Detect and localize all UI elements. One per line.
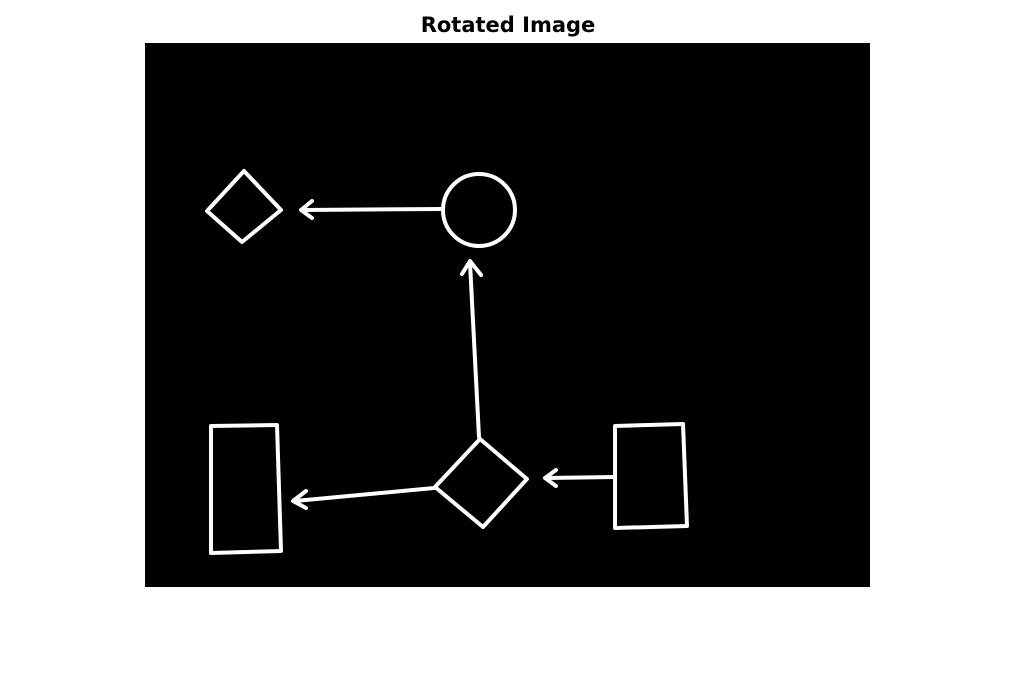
arrow-circle-to-diamond-line xyxy=(300,207,444,212)
diamond-top-left xyxy=(205,169,283,244)
arrow-rectangle-to-diamond-head xyxy=(543,468,558,488)
arrow-diamond-to-rectangle-line xyxy=(293,486,436,503)
rotated-image xyxy=(145,43,870,587)
rectangle-bottom-right xyxy=(613,422,689,530)
arrow-diamond-to-circle-line xyxy=(468,261,481,439)
arrow-rectangle-to-diamond-line xyxy=(545,475,616,480)
rectangle-bottom-left xyxy=(209,423,283,555)
diamond-bottom-center xyxy=(433,437,529,529)
arrow-circle-to-diamond-head xyxy=(299,199,314,220)
sketch-canvas xyxy=(145,43,870,587)
arrow-diamond-to-circle-head xyxy=(460,259,483,277)
image-background xyxy=(145,43,870,587)
arrow-diamond-to-rectangle-head xyxy=(291,489,308,510)
figure-title: Rotated Image xyxy=(420,13,596,37)
